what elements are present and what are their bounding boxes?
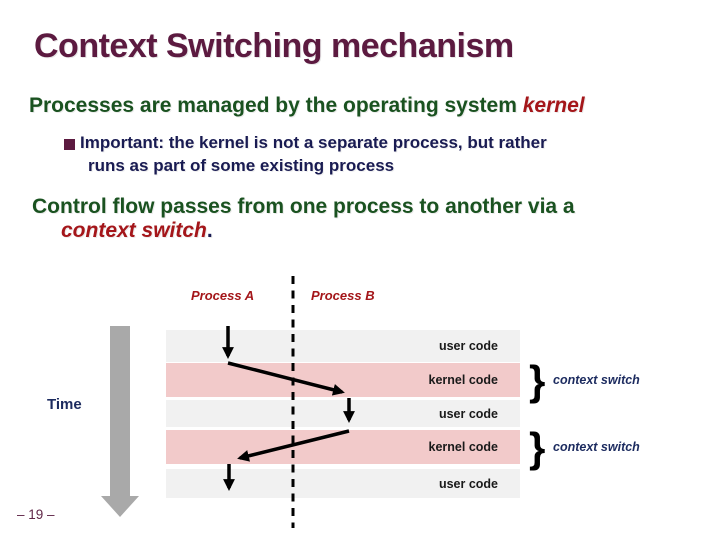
- brace-icon: }: [529, 357, 546, 404]
- bullet-square-icon: [64, 139, 75, 150]
- statement-line-2: context switch.: [61, 219, 213, 243]
- bullet-line-2: runs as part of some existing process: [88, 156, 395, 175]
- process-a-label: Process A: [191, 288, 255, 303]
- band-label: user code: [438, 476, 498, 491]
- context-switch-highlight: context switch: [61, 219, 207, 242]
- context-switch-label-2: context switch: [553, 440, 640, 454]
- time-arrow-icon: [101, 326, 139, 517]
- statement-period: .: [206, 219, 213, 242]
- kernel-highlight: kernel: [522, 94, 585, 117]
- context-switch-label-1: context switch: [553, 373, 640, 387]
- statement-line-1: Control flow passes from one process to …: [32, 195, 575, 218]
- band-label: kernel code: [428, 440, 498, 454]
- band-label: user code: [438, 406, 498, 421]
- band-kernel-code-2: kernel code: [166, 430, 520, 464]
- brace-icon: }: [529, 424, 546, 471]
- time-label: Time: [47, 396, 82, 413]
- band-user-code-2: user code: [166, 400, 520, 427]
- band-user-code-1: user code: [166, 330, 520, 362]
- band-user-code-3: user code: [166, 469, 520, 498]
- band-label: kernel code: [428, 373, 498, 387]
- bullet-line-1: Important: the kernel is not a separate …: [80, 133, 547, 152]
- lead-text: Processes are managed by the operating s…: [29, 94, 523, 117]
- page-number: – 19 –: [17, 507, 55, 522]
- page-title: Context Switching mechanism: [34, 27, 514, 65]
- band-label: user code: [438, 339, 498, 353]
- lead-sentence-kernel: Processes are managed by the operating s…: [29, 94, 585, 118]
- process-b-label: Process B: [311, 288, 375, 303]
- band-kernel-code-1: kernel code: [166, 363, 520, 397]
